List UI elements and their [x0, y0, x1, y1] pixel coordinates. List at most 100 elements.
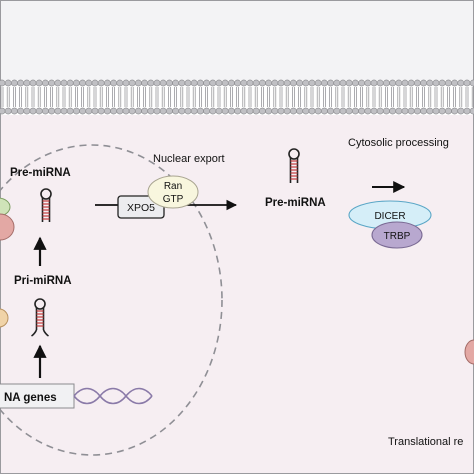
mirna-genes-box	[0, 383, 75, 409]
lipid-head	[165, 107, 173, 115]
lipid-head	[128, 107, 136, 115]
lipid-head	[333, 79, 341, 87]
lipid-head	[60, 79, 68, 87]
lipid-head	[17, 79, 24, 87]
lipid-head	[66, 107, 74, 115]
pre-mirna-nucleus-label: Pre-miRNA	[10, 167, 71, 179]
lipid-head	[246, 79, 254, 87]
lipid-head	[215, 107, 223, 115]
lipid-head	[463, 79, 471, 87]
lipid-head	[252, 107, 260, 115]
lipid-head	[116, 79, 124, 87]
lipid-head	[457, 79, 465, 87]
lipid-head	[221, 79, 229, 87]
lipid-head	[227, 107, 235, 115]
trbp-label: TRBP	[384, 231, 411, 242]
lipid-head	[66, 79, 74, 87]
lipid-head	[165, 79, 173, 87]
lipid-head	[252, 79, 260, 87]
lipid-head	[23, 107, 31, 115]
lipid-head	[104, 107, 111, 115]
lipid-head	[203, 79, 210, 87]
lipid-head	[358, 107, 365, 115]
lipid-head	[358, 79, 365, 87]
lipid-head	[54, 79, 62, 87]
lipid-head	[469, 107, 474, 115]
lipid-head	[153, 107, 161, 115]
lipid-head	[283, 79, 291, 87]
lipid-head	[432, 107, 440, 115]
lipid-head	[320, 107, 328, 115]
lipid-head	[29, 107, 37, 115]
lipid-head	[444, 79, 452, 87]
lipid-head	[345, 79, 353, 87]
lipid-head	[389, 79, 396, 87]
lipid-head	[110, 107, 117, 115]
lipid-head	[42, 107, 49, 115]
lipid-head	[203, 107, 210, 115]
translational-repression-label: Translational re	[388, 436, 463, 448]
lipid-head	[351, 107, 359, 115]
lipid-head	[308, 79, 316, 87]
pri-mirna-label: Pri-miRNA	[14, 275, 72, 287]
lipid-head	[4, 107, 12, 115]
lipid-head	[196, 107, 204, 115]
nucleus-boundary	[0, 144, 223, 456]
lipid-head	[277, 79, 285, 87]
lipid-head	[97, 79, 105, 87]
lipid-head	[345, 107, 353, 115]
lipid-head	[438, 107, 446, 115]
lipid-head	[240, 79, 248, 87]
lipid-head	[382, 107, 390, 115]
lipid-head	[221, 107, 229, 115]
lipid-head	[426, 79, 434, 87]
gtp-label: GTP	[163, 194, 184, 205]
lipid-head	[376, 107, 384, 115]
lipid-head	[141, 107, 148, 115]
dna-helix-icon	[73, 387, 153, 405]
lipid-head	[240, 107, 248, 115]
ran-label: Ran	[164, 181, 182, 192]
lipid-head	[79, 79, 86, 87]
lipid-head	[457, 107, 465, 115]
lipid-head	[451, 107, 458, 115]
pre-mirna-hairpin-icon	[40, 188, 52, 222]
lipid-head	[376, 79, 384, 87]
lipid-head	[308, 107, 316, 115]
lipid-head	[395, 79, 403, 87]
lipid-head	[370, 79, 378, 87]
lipid-head	[134, 107, 142, 115]
lipid-head	[364, 79, 372, 87]
lipid-head	[444, 107, 452, 115]
lipid-head	[172, 79, 179, 87]
lipid-head	[314, 107, 322, 115]
lipid-head	[420, 107, 427, 115]
xpo5-label: XPO5	[127, 202, 155, 214]
lipid-head	[420, 79, 427, 87]
lipid-head	[147, 107, 155, 115]
lipid-head	[234, 79, 241, 87]
right-edge-protein-shape	[464, 339, 474, 365]
lipid-head	[178, 79, 186, 87]
lipid-head	[91, 107, 99, 115]
lipid-head	[23, 79, 31, 87]
lipid-head	[122, 107, 130, 115]
lipid-head	[73, 107, 80, 115]
lipid-head	[296, 79, 303, 87]
lipid-head	[48, 79, 55, 87]
lipid-head	[395, 107, 403, 115]
lipid-head	[35, 107, 43, 115]
lipid-head	[314, 79, 322, 87]
lipid-head	[0, 79, 6, 87]
lipid-head	[271, 107, 279, 115]
lipid-head	[4, 79, 12, 87]
lipid-head	[426, 107, 434, 115]
lipid-head	[265, 79, 272, 87]
cytosolic-pre-mirna-hairpin-icon	[288, 148, 300, 183]
lipid-head	[320, 79, 328, 87]
lipid-head	[407, 107, 415, 115]
nuclear-export-label: Nuclear export	[153, 153, 225, 165]
lipid-head	[10, 107, 18, 115]
lipid-head	[97, 107, 105, 115]
